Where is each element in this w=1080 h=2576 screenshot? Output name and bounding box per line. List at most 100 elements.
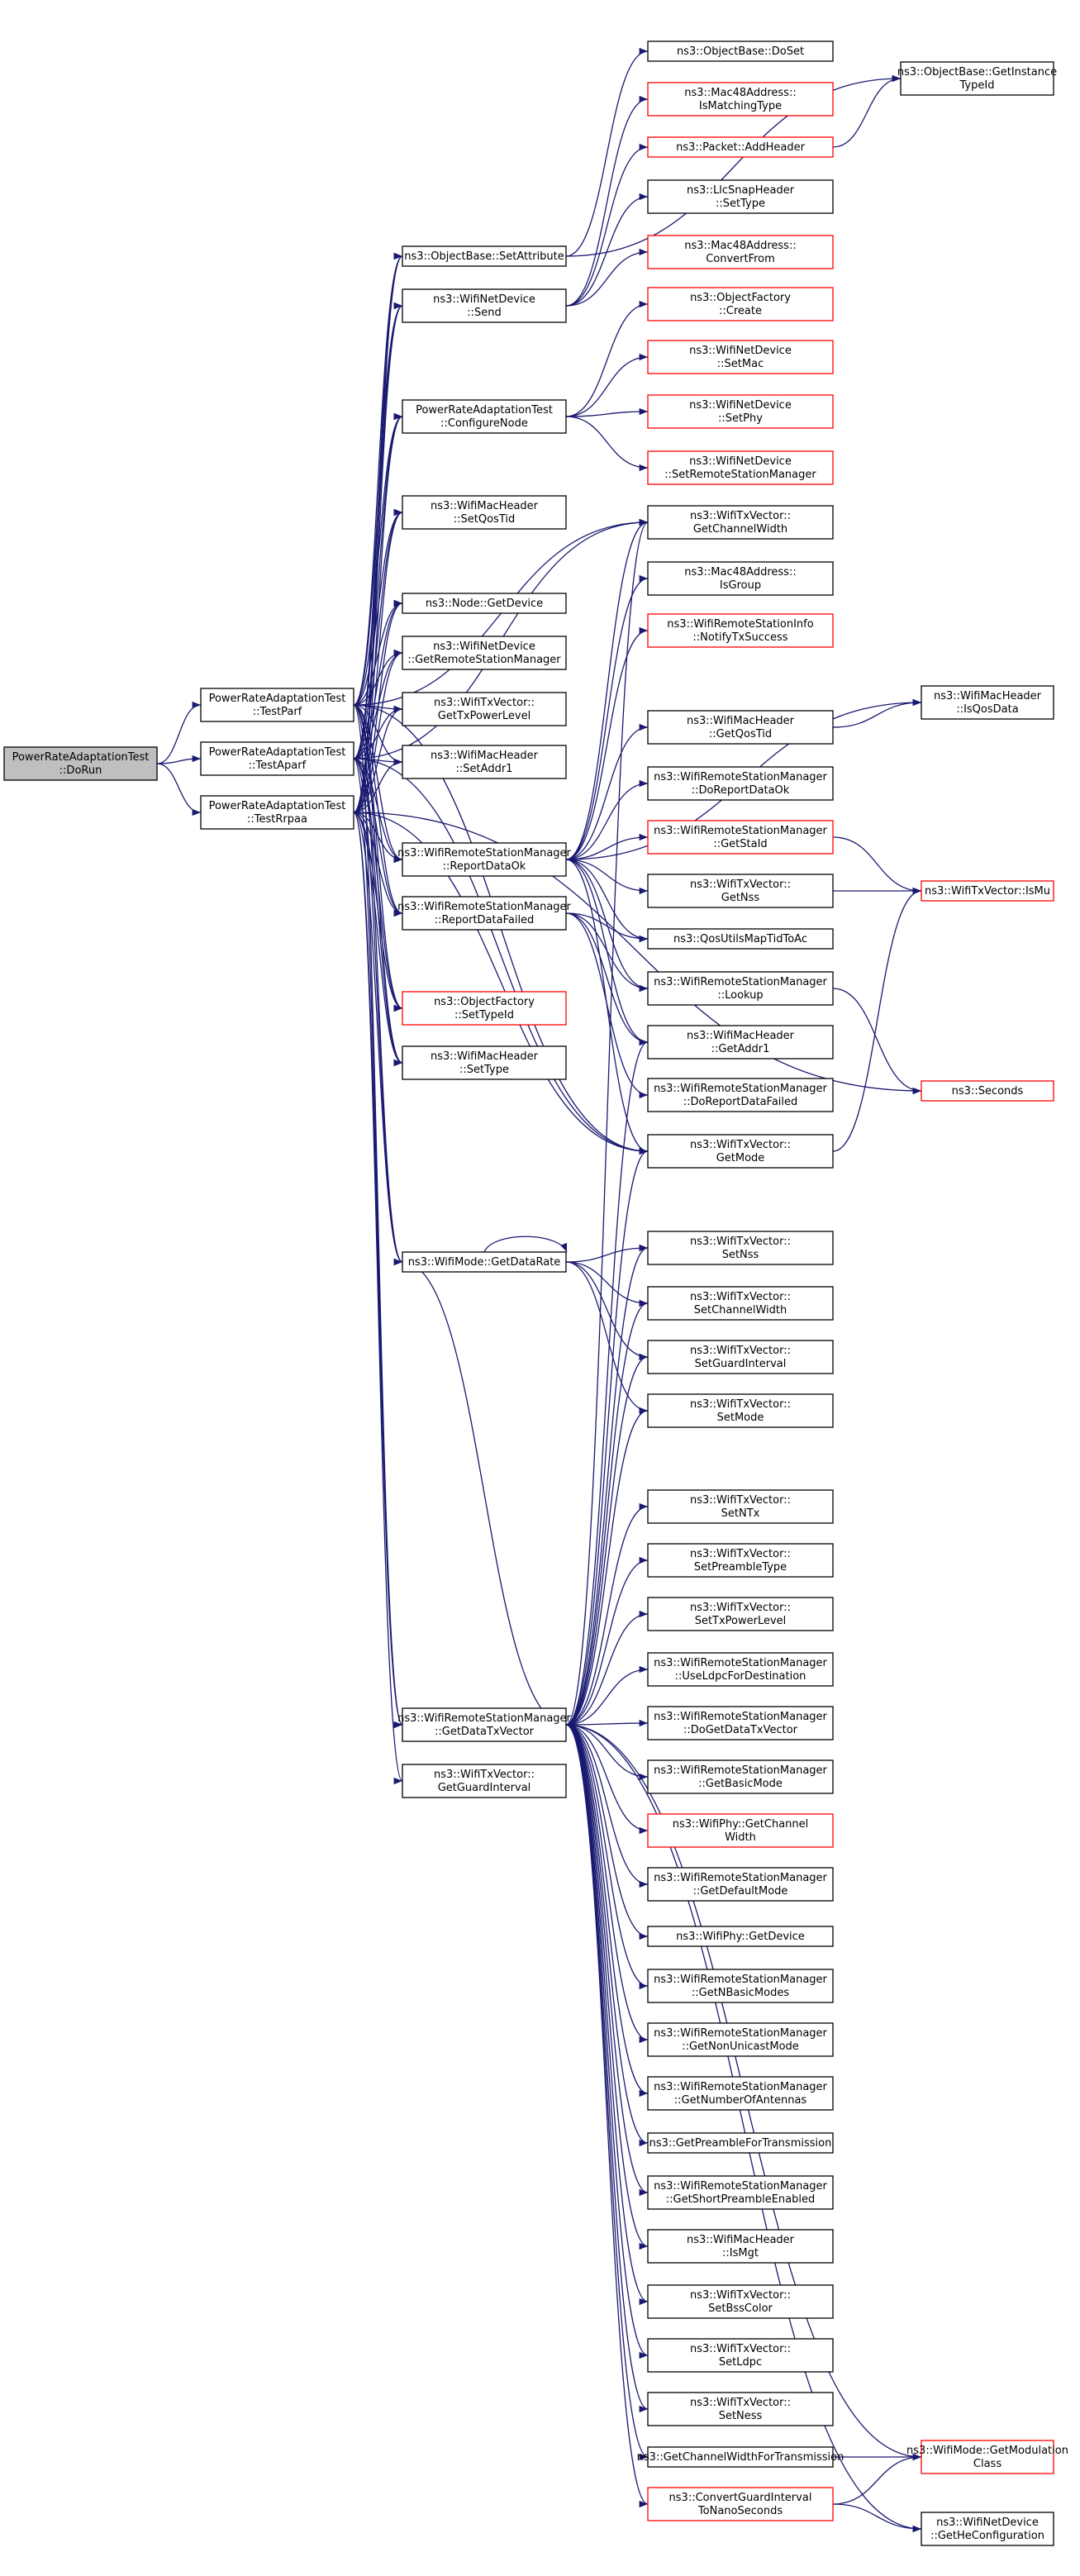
- node-gethecfg[interactable]: ns3::WifiNetDevice::GetHeConfiguration: [921, 2512, 1054, 2546]
- node-label: ns3::WifiRemoteStationManager: [654, 771, 827, 783]
- edge-getdatatxvector-to-setmode: [565, 1407, 649, 1726]
- edge-getdatatxvector-to-getnbasicmodes: [565, 1724, 649, 1990]
- node-box: [647, 2076, 834, 2111]
- node-box: [647, 1867, 834, 1902]
- node-setmac[interactable]: ns3::WifiNetDevice::SetMac: [647, 340, 834, 374]
- node-ismatchingtype[interactable]: ns3::Mac48Address::IsMatchingType: [647, 82, 834, 117]
- node-getnonunicastmode[interactable]: ns3::WifiRemoteStationManager::GetNonUni…: [647, 2022, 834, 2057]
- edge-getdatatxvector-to-getshortpreamble: [565, 1724, 649, 2197]
- edge-getdatatxvector-to-ismgt: [565, 1724, 649, 2250]
- node-getdatatxvector[interactable]: ns3::WifiRemoteStationManager::GetDataTx…: [397, 1707, 572, 1742]
- node-setbsscolor[interactable]: ns3::WifiTxVector::SetBssColor: [647, 2284, 834, 2319]
- node-setpreambletype[interactable]: ns3::WifiTxVector::SetPreambleType: [647, 1543, 834, 1578]
- node-phygetchannelwidth[interactable]: ns3::WifiPhy::GetChannelWidth: [647, 1813, 834, 1848]
- node-box: [921, 1080, 1054, 1102]
- node-label: ns3::WifiRemoteStationManager: [654, 2081, 827, 2093]
- node-dogetdatatxvector[interactable]: ns3::WifiRemoteStationManager::DoGetData…: [647, 1706, 834, 1740]
- node-phygetdevice[interactable]: ns3::WifiPhy::GetDevice: [647, 1926, 834, 1947]
- node-convertfrom[interactable]: ns3::Mac48Address::ConvertFrom: [647, 235, 834, 269]
- node-getdevice_node[interactable]: ns3::Node::GetDevice: [402, 593, 567, 614]
- node-setntx[interactable]: ns3::WifiTxVector::SetNTx: [647, 1489, 834, 1524]
- node-getnumberofantennas[interactable]: ns3::WifiRemoteStationManager::GetNumber…: [647, 2076, 834, 2111]
- node-notifytxsuccess[interactable]: ns3::WifiRemoteStationInfo::NotifyTxSucc…: [647, 613, 834, 648]
- node-dorun[interactable]: PowerRateAdaptationTest::DoRun: [3, 746, 158, 781]
- node-setldpc[interactable]: ns3::WifiTxVector::SetLdpc: [647, 2338, 834, 2373]
- node-label: PowerRateAdaptationTest: [416, 404, 553, 417]
- edge-getdatatxvector-to-setbsscolor: [565, 1724, 649, 2306]
- node-label: ns3::LlcSnapHeader: [687, 184, 795, 197]
- node-addheader[interactable]: ns3::Packet::AddHeader: [647, 136, 834, 158]
- node-isgroup[interactable]: ns3::Mac48Address::IsGroup: [647, 561, 834, 596]
- node-testaparf[interactable]: PowerRateAdaptationTest::TestAparf: [200, 741, 354, 776]
- node-gettxpowerlevel[interactable]: ns3::WifiTxVector::GetTxPowerLevel: [402, 692, 567, 726]
- node-box: [647, 340, 834, 374]
- node-settype[interactable]: ns3::WifiMacHeader::SetType: [402, 1045, 567, 1080]
- node-getrsm[interactable]: ns3::WifiNetDevice::GetRemoteStationMana…: [402, 636, 567, 670]
- node-setrsm[interactable]: ns3::WifiNetDevice::SetRemoteStationMana…: [647, 450, 834, 485]
- node-ismu[interactable]: ns3::WifiTxVector::IsMu: [921, 880, 1054, 902]
- node-getmode[interactable]: ns3::WifiTxVector::GetMode: [647, 1134, 834, 1169]
- node-label: ::GetNonUnicastMode: [682, 2040, 799, 2053]
- node-label: ns3::Node::GetDevice: [426, 598, 543, 610]
- node-setness[interactable]: ns3::WifiTxVector::SetNess: [647, 2392, 834, 2426]
- edge-layer: [156, 47, 922, 2533]
- node-setphy[interactable]: ns3::WifiNetDevice::SetPhy: [647, 394, 834, 429]
- edge-testparf-to-getdatarate: [353, 704, 403, 1265]
- node-testparf[interactable]: PowerRateAdaptationTest::TestParf: [200, 688, 354, 722]
- node-setaddr1[interactable]: ns3::WifiMacHeader::SetAddr1: [402, 745, 567, 779]
- node-seconds[interactable]: ns3::Seconds: [921, 1080, 1054, 1102]
- edge-getdatatxvector-to-getnumberofantennas: [565, 1724, 649, 2097]
- node-box: [402, 1045, 567, 1080]
- node-setguardinterval[interactable]: ns3::WifiTxVector::SetGuardInterval: [647, 1340, 834, 1374]
- node-getdatarate[interactable]: ns3::WifiMode::GetDataRate: [402, 1251, 567, 1273]
- node-setqostid[interactable]: ns3::WifiMacHeader::SetQosTid: [402, 495, 567, 530]
- node-label: ::GetQosTid: [709, 728, 772, 740]
- node-getdefaultmode[interactable]: ns3::WifiRemoteStationManager::GetDefaul…: [647, 1867, 834, 1902]
- node-useldpc[interactable]: ns3::WifiRemoteStationManager::UseLdpcFo…: [647, 1652, 834, 1687]
- node-getcwft[interactable]: ns3::GetChannelWidthForTransmission: [637, 2446, 844, 2468]
- node-ofcreate[interactable]: ns3::ObjectFactory::Create: [647, 287, 834, 321]
- node-getnss[interactable]: ns3::WifiTxVector::GetNss: [647, 874, 834, 908]
- edge-testaparf-to-configurenode: [353, 412, 403, 759]
- node-getchannelwidth[interactable]: ns3::WifiTxVector::GetChannelWidth: [647, 505, 834, 540]
- node-reportdataok[interactable]: ns3::WifiRemoteStationManager::ReportDat…: [397, 842, 572, 877]
- node-label: PowerRateAdaptationTest: [209, 800, 346, 812]
- node-ismgt[interactable]: ns3::WifiMacHeader::IsMgt: [647, 2229, 834, 2264]
- node-getguardinterval[interactable]: ns3::WifiTxVector::GetGuardInterval: [402, 1764, 567, 1798]
- node-setchannelwidth[interactable]: ns3::WifiTxVector::SetChannelWidth: [647, 1286, 834, 1321]
- node-settypeid[interactable]: ns3::ObjectFactory::SetTypeId: [402, 991, 567, 1026]
- node-isqosdata[interactable]: ns3::WifiMacHeader::IsQosData: [921, 685, 1054, 720]
- node-send[interactable]: ns3::WifiNetDevice::Send: [402, 288, 567, 323]
- node-getstaid[interactable]: ns3::WifiRemoteStationManager::GetStaId: [647, 820, 834, 855]
- node-getqostid[interactable]: ns3::WifiMacHeader::GetQosTid: [647, 710, 834, 745]
- node-label: SetChannelWidth: [694, 1304, 787, 1317]
- edge-testrrpaa-to-settype: [353, 812, 403, 1067]
- node-label: ns3::WifiTxVector::: [690, 2289, 791, 2302]
- node-testrrpaa[interactable]: PowerRateAdaptationTest::TestRrpaa: [200, 795, 354, 830]
- node-setnss[interactable]: ns3::WifiTxVector::SetNss: [647, 1231, 834, 1265]
- node-reportdatafailed[interactable]: ns3::WifiRemoteStationManager::ReportDat…: [397, 896, 572, 931]
- node-getaddr1[interactable]: ns3::WifiMacHeader::GetAddr1: [647, 1025, 834, 1059]
- node-llcsettype[interactable]: ns3::LlcSnapHeader::SetType: [647, 179, 834, 214]
- edge-setattribute-to-doset: [565, 47, 649, 257]
- node-box: [647, 2392, 834, 2426]
- node-doreportdatafailed[interactable]: ns3::WifiRemoteStationManager::DoReportD…: [647, 1078, 834, 1112]
- node-doset[interactable]: ns3::ObjectBase::DoSet: [647, 40, 834, 62]
- node-settxpowerlevel[interactable]: ns3::WifiTxVector::SetTxPowerLevel: [647, 1597, 834, 1631]
- node-getnbasicmodes[interactable]: ns3::WifiRemoteStationManager::GetNBasic…: [647, 1969, 834, 2003]
- node-configurenode[interactable]: PowerRateAdaptationTest::ConfigureNode: [402, 399, 567, 434]
- node-getshortpreamble[interactable]: ns3::WifiRemoteStationManager::GetShortP…: [647, 2175, 834, 2210]
- node-doreportdataok[interactable]: ns3::WifiRemoteStationManager::DoReportD…: [647, 766, 834, 801]
- node-getbasicmode[interactable]: ns3::WifiRemoteStationManager::GetBasicM…: [647, 1759, 834, 1794]
- node-setattribute[interactable]: ns3::ObjectBase::SetAttribute: [402, 245, 567, 267]
- edge-getdatatxvector-to-getdefaultmode: [565, 1724, 649, 1888]
- node-getpreamble[interactable]: ns3::GetPreambleForTransmission: [647, 2132, 834, 2154]
- node-lookup[interactable]: ns3::WifiRemoteStationManager::Lookup: [647, 971, 834, 1006]
- node-label: ns3::WifiMacHeader: [687, 715, 795, 727]
- node-qosutils[interactable]: ns3::QosUtilsMapTidToAc: [647, 928, 834, 950]
- edge-getdatatxvector-to-getcwft: [565, 1724, 649, 2460]
- node-setmode[interactable]: ns3::WifiTxVector::SetMode: [647, 1393, 834, 1428]
